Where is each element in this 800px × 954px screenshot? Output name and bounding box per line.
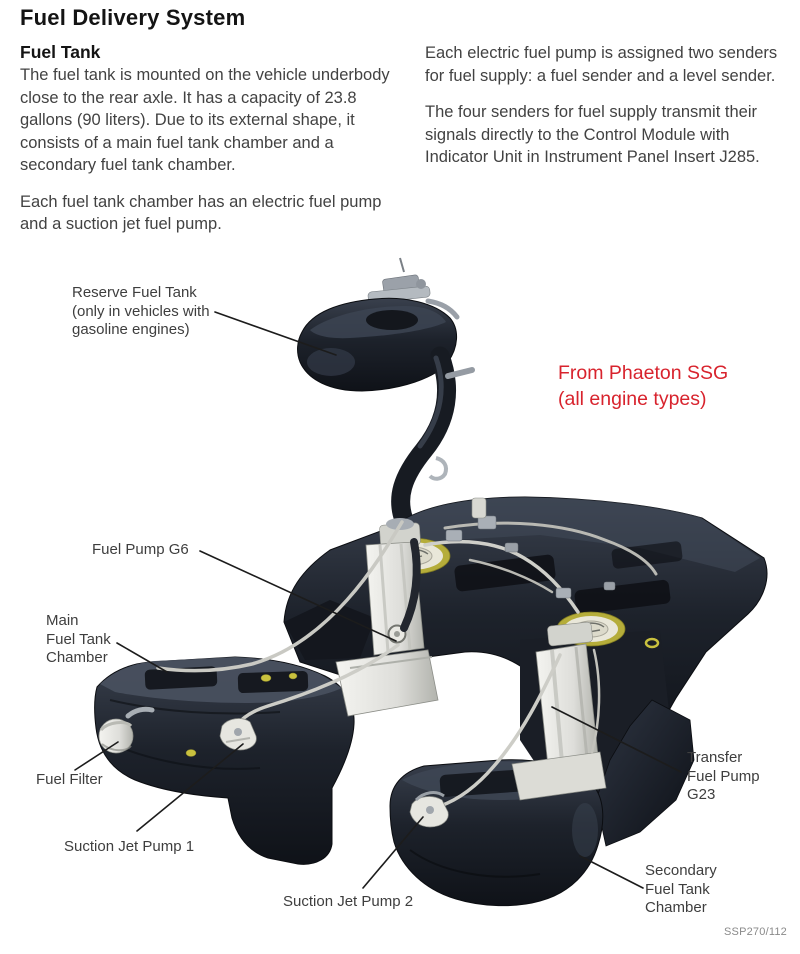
reserve-fuel-tank-art [297,257,475,530]
right-column: Each electric fuel pump is assigned two … [425,42,797,183]
leader-secondary-chamber-line [579,855,644,889]
callout-main-fuel-tank-chamber: Main Fuel Tank Chamber [46,612,111,666]
paragraph-senders: Each electric fuel pump is assigned two … [425,44,778,85]
suction-jet-pump-2-art [409,791,449,828]
fuel-lines-art [156,520,658,808]
leader-suction-jet-pump-1-line [136,743,244,832]
callout-suction-jet-pump-1: Suction Jet Pump 1 [64,838,195,855]
paragraph-fuel-tank-pumps: Each fuel tank chamber has an electric f… [20,192,382,234]
fuel-filter-art [98,706,155,754]
leader-fuel-pump-g6-line [199,550,397,642]
leader-main-chamber-line [116,642,168,673]
callout-reserve-fuel-tank: Reserve Fuel Tank (only in vehicles with… [72,284,210,338]
callout-transfer-fuel-pump-g23: Transfer Fuel Pump G23 [687,749,760,803]
paragraph-fuel-tank-description: The fuel tank is mounted on the vehicle … [20,66,390,174]
leader-fuel-filter-line [74,741,119,771]
callout-fuel-pump-g6: Fuel Pump G6 [92,541,189,558]
fuel-tank-illustration [74,257,768,907]
leader-suction-jet-pump-2-line [362,816,424,889]
leader-lines [74,311,682,889]
callout-secondary-fuel-tank-chamber: Secondary Fuel Tank Chamber [645,862,717,916]
leader-transfer-pump-line [551,706,682,773]
fittings-art [185,497,616,757]
phaeton-source-note: From Phaeton SSG (all engine types) [558,362,729,410]
left-column: The fuel tank is mounted on the vehicle … [20,64,398,250]
callout-suction-jet-pump-2: Suction Jet Pump 2 [283,893,414,910]
paragraph-control-module: The four senders for fuel supply transmi… [425,103,760,166]
page-title: Fuel Delivery System [20,5,246,30]
leader-reserve-tank-line [214,311,337,356]
suction-jet-pump-1-art [219,718,257,751]
callout-fuel-filter: Fuel Filter [36,771,103,788]
figure-reference-code: SSP270/112 [724,926,787,938]
section-heading: Fuel Tank [20,42,101,62]
